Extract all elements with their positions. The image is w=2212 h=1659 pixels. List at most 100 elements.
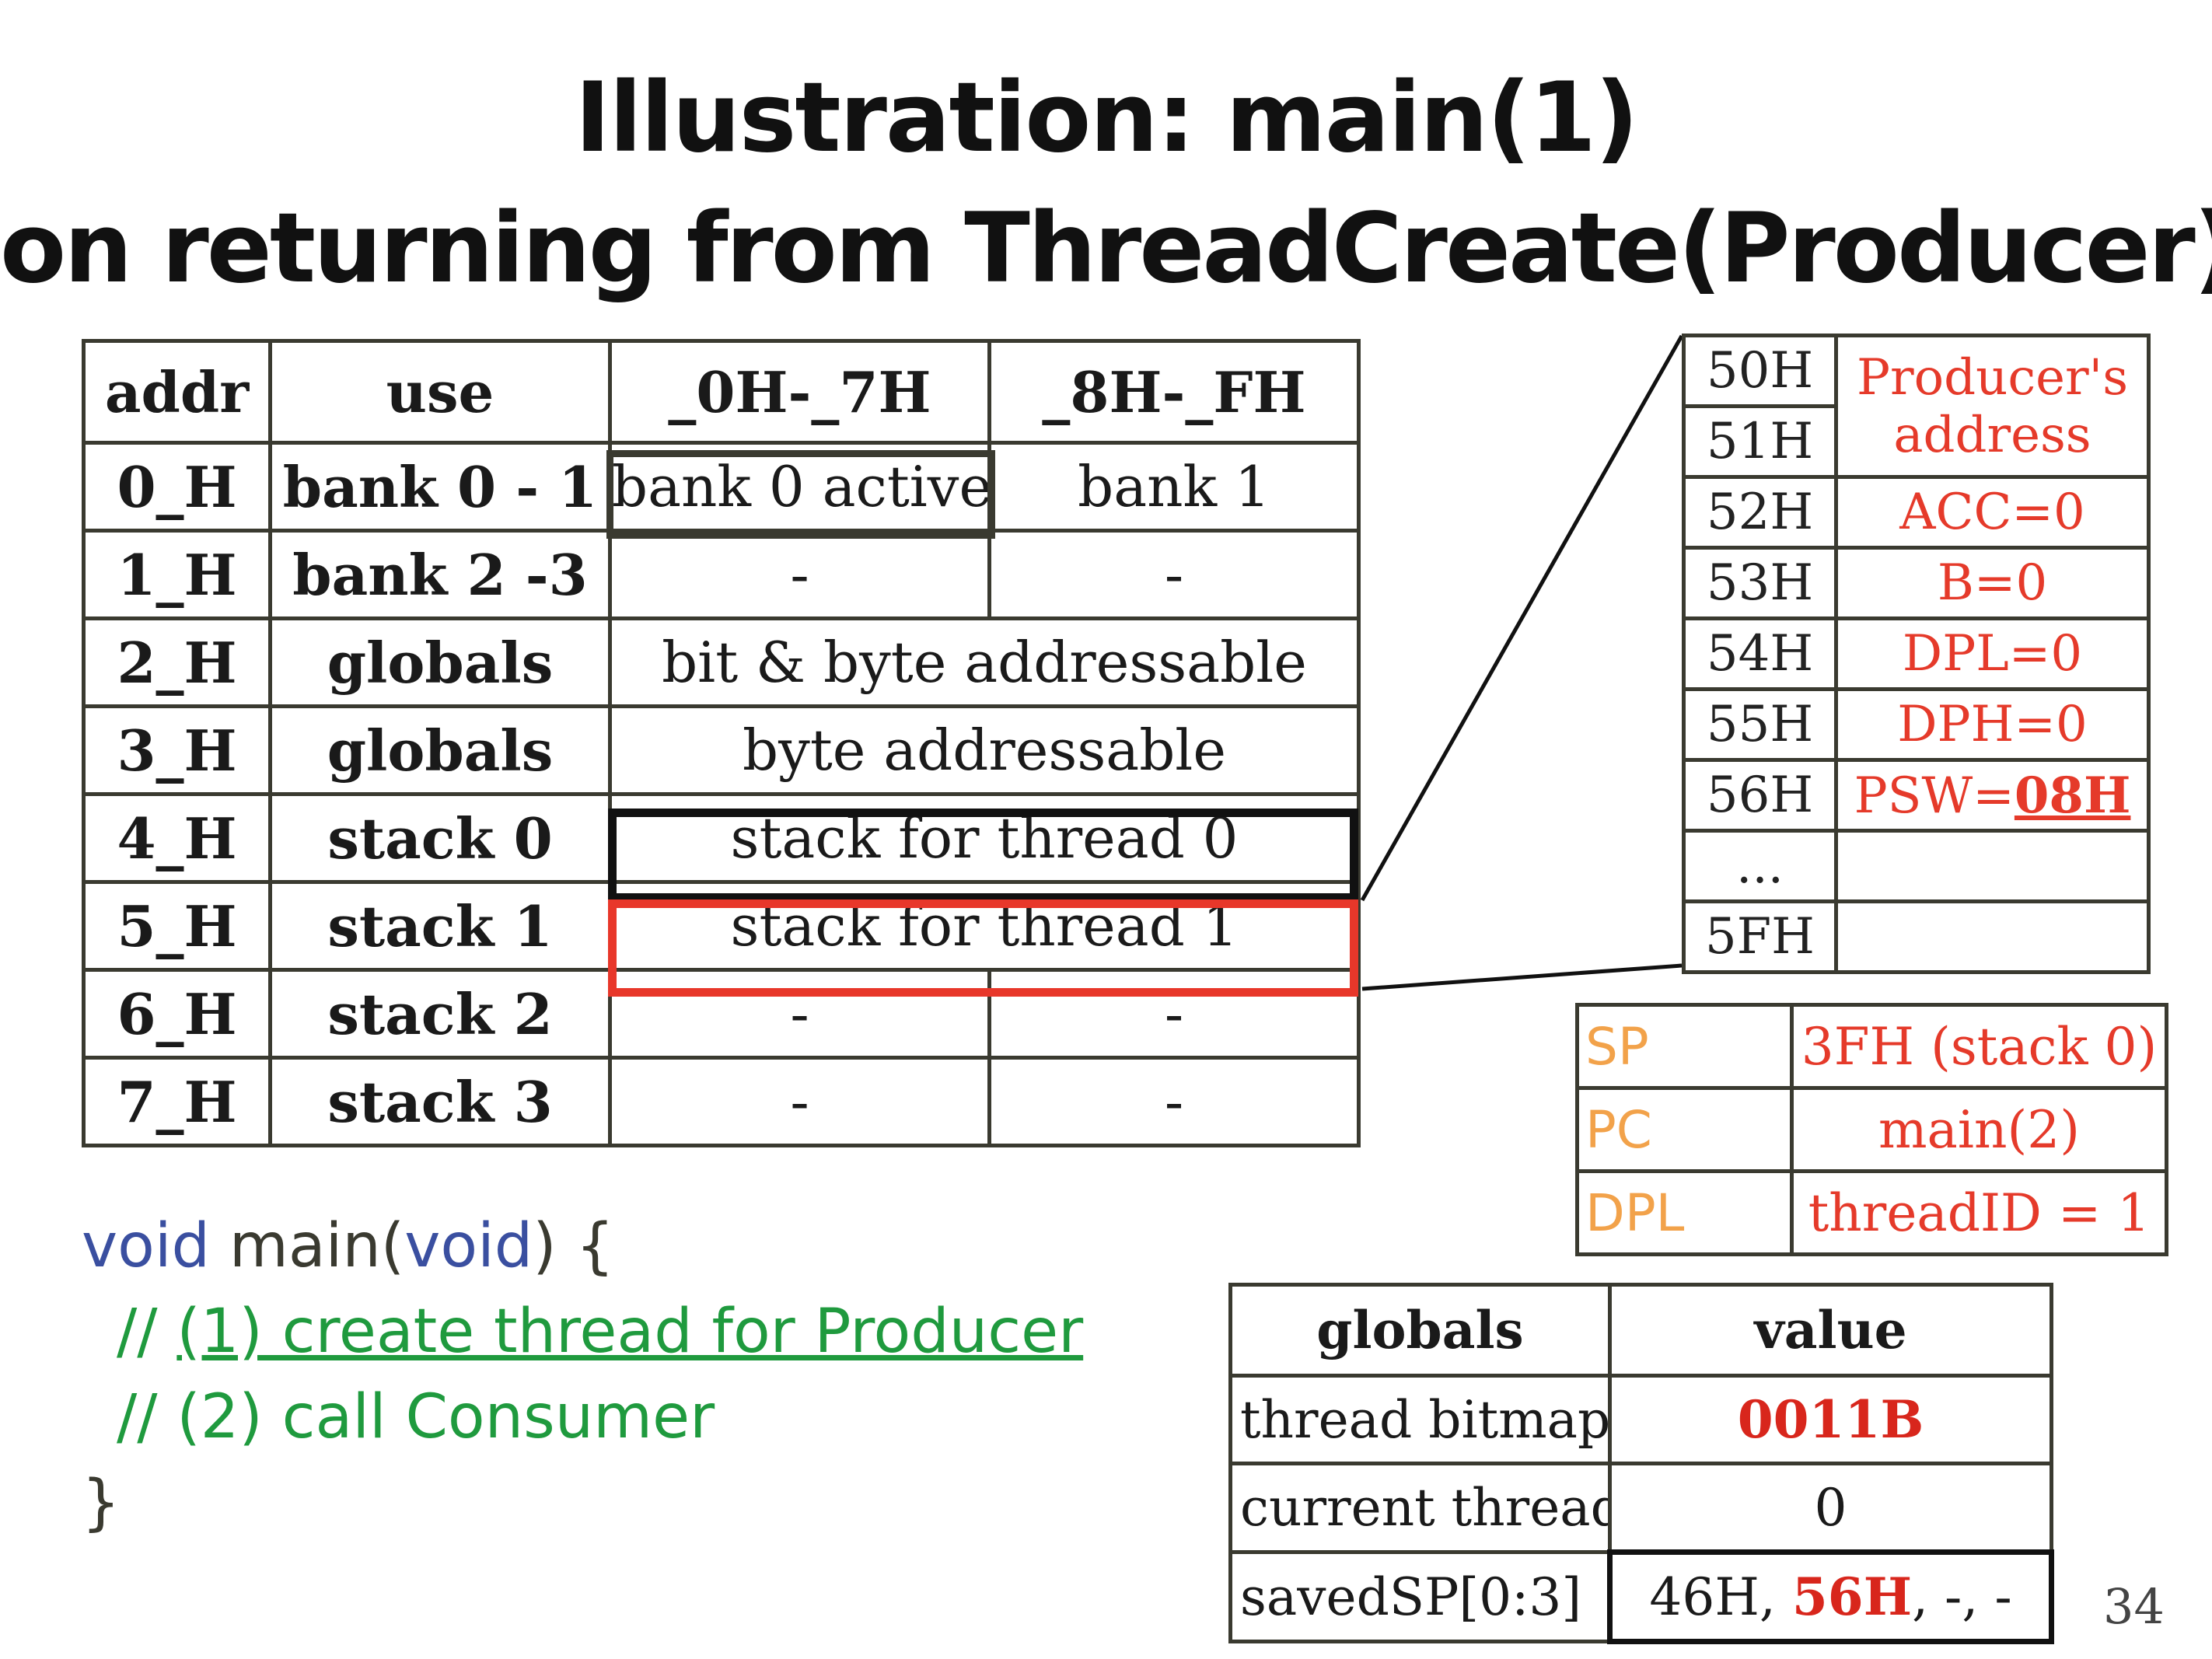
code-function: main(: [229, 1211, 405, 1281]
globals-row: thread bitmap 0011B: [1228, 1374, 2053, 1465]
memory-row: 3_H globals byte addressable: [82, 704, 1361, 796]
register-name: SP: [1575, 1003, 1794, 1090]
header-low-half: _0H-_7H: [608, 339, 991, 445]
register-name: PC: [1575, 1086, 1794, 1173]
memory-row: 6_H stack 2 - -: [82, 968, 1361, 1060]
memory-row: 2_H globals bit & byte addressable: [82, 616, 1361, 708]
slot-value: DPL=0: [1834, 616, 2151, 691]
span-cell: byte addressable: [608, 704, 1361, 796]
high-cell: bank 1: [987, 441, 1361, 533]
slot-addr: 52H: [1682, 475, 1838, 550]
register-value: 3FH (stack 0): [1790, 1003, 2168, 1090]
stack-slot-row: 52H ACC=0: [1682, 475, 2151, 550]
header-use: use: [268, 339, 612, 445]
addr-cell: 7_H: [82, 1056, 272, 1147]
connector-bottom: [1361, 963, 1683, 991]
memory-row: 7_H stack 3 - -: [82, 1056, 1361, 1147]
use-cell: stack 0: [268, 792, 612, 884]
saved-sp-part-highlight: 56H: [1791, 1566, 1913, 1627]
globals-header-row: globals value: [1228, 1283, 2053, 1378]
global-name: savedSP[0:3]: [1228, 1550, 1612, 1643]
slot-addr: 50H: [1682, 334, 1838, 408]
slot-addr: 51H: [1682, 404, 1838, 479]
code-paren: ) {: [533, 1211, 615, 1281]
stack-1-highlight: [608, 899, 1358, 997]
stack-slot-row: 50H Producer's address: [1682, 334, 2151, 479]
register-value: threadID = 1: [1790, 1169, 2168, 1256]
page-number: 34: [2103, 1578, 2165, 1635]
addr-cell: 3_H: [82, 704, 272, 796]
slot-addr: 56H: [1682, 758, 1838, 833]
use-cell: bank 0 - 1: [268, 441, 612, 533]
low-cell: -: [608, 1056, 991, 1147]
code-line-3: // (2) call Consumer: [117, 1382, 715, 1452]
code-line-4: }: [82, 1468, 121, 1538]
register-row: SP 3FH (stack 0): [1575, 1003, 2168, 1090]
register-value: main(2): [1790, 1086, 2168, 1173]
stack-slot-row: 55H DPH=0: [1682, 687, 2151, 762]
code-keyword: void: [82, 1211, 211, 1281]
use-cell: stack 1: [268, 880, 612, 972]
code-comment-prefix: //: [117, 1297, 177, 1367]
slot-addr: ...: [1682, 829, 1838, 903]
slot-value-return-address: Producer's address: [1834, 334, 2151, 479]
header-value: value: [1608, 1283, 2053, 1378]
register-name: DPL: [1575, 1169, 1794, 1256]
globals-row: current thread 0: [1228, 1462, 2053, 1554]
memory-row: 1_H bank 2 -3 - -: [82, 529, 1361, 620]
slot-value: [1834, 899, 2151, 974]
connector-top: [1360, 334, 1684, 902]
slot-addr: 55H: [1682, 687, 1838, 762]
use-cell: stack 3: [268, 1056, 612, 1147]
stack-slot-row: ...: [1682, 829, 2151, 903]
stack-slot-row: 53H B=0: [1682, 546, 2151, 620]
span-cell: stack for thread 0: [608, 792, 1361, 884]
addr-cell: 4_H: [82, 792, 272, 884]
slide-title-line-1: Illustration: main(1): [575, 62, 1639, 174]
stack-slot-row: 5FH: [1682, 899, 2151, 974]
slide-title-line-2: on returning from ThreadCreate(Producer): [0, 193, 2212, 305]
stack-1-detail-table: 50H Producer's address 51H 52H ACC=0 53H…: [1682, 334, 2151, 974]
global-name: thread bitmap: [1228, 1374, 1612, 1465]
header-high-half: _8H-_FH: [987, 339, 1361, 445]
code-keyword: void: [404, 1211, 533, 1281]
global-value-saved-sp: 46H, 56H, -, -: [1607, 1549, 2054, 1644]
high-cell: -: [987, 1056, 1361, 1147]
stack-slot-row: 56H PSW=08H: [1682, 758, 2151, 833]
slot-value: Producer's: [1856, 348, 2129, 407]
memory-header-row: addr use _0H-_7H _8H-_FH: [82, 339, 1361, 445]
register-row: DPL threadID = 1: [1575, 1169, 2168, 1256]
slot-addr: 54H: [1682, 616, 1838, 691]
global-name: current thread: [1228, 1462, 1612, 1554]
stack-0-highlight: [608, 809, 1358, 902]
addr-cell: 1_H: [82, 529, 272, 620]
slot-addr: 5FH: [1682, 899, 1838, 974]
stack-slot-row: 51H: [1682, 404, 2149, 479]
addr-cell: 6_H: [82, 968, 272, 1060]
psw-prefix: PSW=: [1854, 767, 2015, 825]
use-cell: globals: [268, 616, 612, 708]
slot-value: ACC=0: [1834, 475, 2151, 550]
global-value: 0: [1608, 1462, 2053, 1554]
memory-row: 0_H bank 0 - 1 bank 0 active bank 1: [82, 441, 1361, 533]
memory-row: 4_H stack 0 stack for thread 0: [82, 792, 1361, 884]
register-row: PC main(2): [1575, 1086, 2168, 1173]
slot-value-psw: PSW=08H: [1834, 758, 2151, 833]
saved-sp-part: 46H,: [1649, 1567, 1792, 1627]
code-comment-current-step: (1) create thread for Producer: [176, 1297, 1084, 1367]
low-cell: -: [608, 968, 991, 1060]
registers-table: SP 3FH (stack 0) PC main(2) DPL threadID…: [1575, 1003, 2168, 1256]
slot-value: [1834, 829, 2151, 903]
addr-cell: 2_H: [82, 616, 272, 708]
use-cell: stack 2: [268, 968, 612, 1060]
slot-value: DPH=0: [1834, 687, 2151, 762]
slot-addr: 53H: [1682, 546, 1838, 620]
code-line-2: // (1) create thread for Producer: [117, 1289, 1083, 1374]
saved-sp-part: , -, -: [1912, 1567, 2012, 1627]
code-line-1: void main(void) {: [82, 1203, 614, 1289]
globals-table: globals value thread bitmap 0011B curren…: [1228, 1283, 2054, 1644]
use-cell: globals: [268, 704, 612, 796]
active-bank-highlight: [606, 450, 995, 539]
globals-row: savedSP[0:3] 46H, 56H, -, -: [1228, 1549, 2054, 1644]
